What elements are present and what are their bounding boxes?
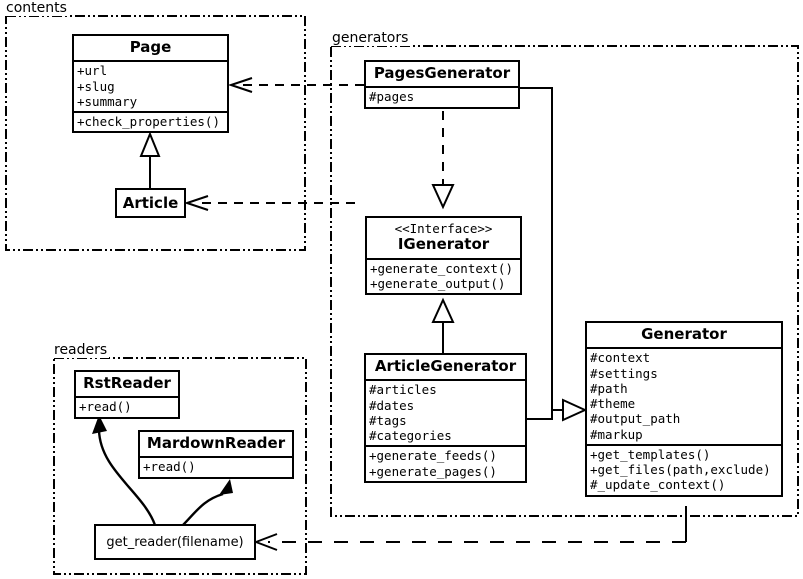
attribute-item: #pages [369, 89, 415, 105]
attribute-item: +slug [77, 78, 115, 94]
attribute-item: #articles [369, 382, 437, 398]
class-operations-generator: +get_templates() +get_files(path,exclude… [587, 443, 781, 495]
operation-item: +generate_pages() [369, 463, 497, 479]
class-operations-mardownreader: +read() [140, 456, 292, 476]
class-name-articlegenerator: ArticleGenerator [374, 357, 517, 375]
class-operations-igenerator: +generate_context() +generate_output() [367, 257, 520, 294]
attribute-item: #tags [369, 412, 407, 428]
class-name-mardownreader: MardownReader [146, 434, 286, 452]
attribute-item: #markup [590, 426, 643, 442]
connector-generators-extend-generator [520, 87, 588, 422]
attribute-item: #dates [369, 397, 415, 413]
attribute-item: +url [77, 63, 108, 79]
attribute-item: +summary [77, 93, 138, 109]
class-attributes-generator: #context #settings #path #theme #output_… [587, 347, 781, 444]
attribute-item: #settings [590, 365, 658, 381]
class-box-pagesgenerator[interactable]: PagesGenerator #pages [364, 60, 520, 109]
class-name-rstreader: RstReader [83, 374, 171, 392]
class-box-article[interactable]: Article [115, 188, 186, 218]
class-stereotype-igenerator: <<Interface>> [394, 221, 493, 236]
connector-generator-uses-getreader [253, 506, 687, 551]
connector-getreader-creates-mardownreader [181, 479, 233, 527]
function-box-get-reader[interactable]: get_reader(filename) [94, 524, 256, 560]
connector-pagesgenerator-uses-article [183, 195, 355, 211]
class-name-generator: Generator [641, 325, 727, 343]
class-operations-articlegenerator: +generate_feeds() +generate_pages() [366, 445, 525, 481]
class-name-igenerator: IGenerator [397, 235, 490, 254]
operation-item: +generate_output() [370, 275, 506, 291]
operation-item: +generate_feeds() [369, 448, 497, 464]
attribute-item: #output_path [590, 411, 681, 427]
class-box-igenerator[interactable]: <<Interface>> IGenerator +generate_conte… [365, 216, 522, 296]
attribute-item: #categories [369, 428, 452, 443]
operation-item: +get_files(path,exclude) [590, 462, 771, 477]
operation-item: #_update_context() [590, 477, 726, 493]
class-name-pagesgenerator: PagesGenerator [373, 64, 511, 82]
class-attributes-articlegenerator: #articles #dates #tags #categories [366, 379, 525, 445]
connector-getreader-creates-rstreader [92, 415, 157, 526]
attribute-item: #theme [590, 396, 636, 411]
connector-article-extends-page [139, 131, 161, 188]
class-name-page: Page [129, 38, 172, 56]
operation-item: +check_properties() [77, 114, 220, 129]
class-operations-rstreader: +read() [76, 396, 178, 416]
connector-articlegenerator-extends-igenerator [431, 297, 455, 353]
class-box-mardownreader[interactable]: MardownReader +read() [138, 430, 294, 479]
package-frame-readers [53, 357, 307, 575]
operation-item: +generate_context() [370, 260, 513, 276]
operation-item: +read() [79, 399, 132, 415]
function-name-get-reader: get_reader(filename) [106, 534, 244, 550]
class-box-articlegenerator[interactable]: ArticleGenerator #articles #dates #tags … [364, 353, 527, 483]
package-label-contents: contents [4, 0, 69, 16]
attribute-item: #path [590, 380, 628, 396]
connector-pagesgenerator-uses-page [227, 77, 364, 93]
class-operations-page: +check_properties() [74, 111, 227, 131]
class-box-rstreader[interactable]: RstReader +read() [74, 370, 180, 419]
package-label-generators: generators [330, 30, 411, 46]
class-name-article: Article [122, 194, 179, 212]
attribute-item: #context [590, 350, 651, 366]
package-frame-contents [5, 15, 306, 251]
operation-item: +get_templates() [590, 446, 711, 462]
operation-item: +read() [143, 459, 196, 475]
connector-pagesgenerator-realizes-igenerator [431, 111, 455, 210]
class-box-page[interactable]: Page +url +slug +summary +check_properti… [72, 34, 229, 134]
class-attributes-page: +url +slug +summary [74, 60, 227, 111]
class-box-generator[interactable]: Generator #context #settings #path #them… [585, 321, 783, 497]
class-attributes-pagesgenerator: #pages [366, 86, 518, 106]
package-frame-generators [330, 45, 799, 517]
package-label-readers: readers [52, 342, 110, 358]
